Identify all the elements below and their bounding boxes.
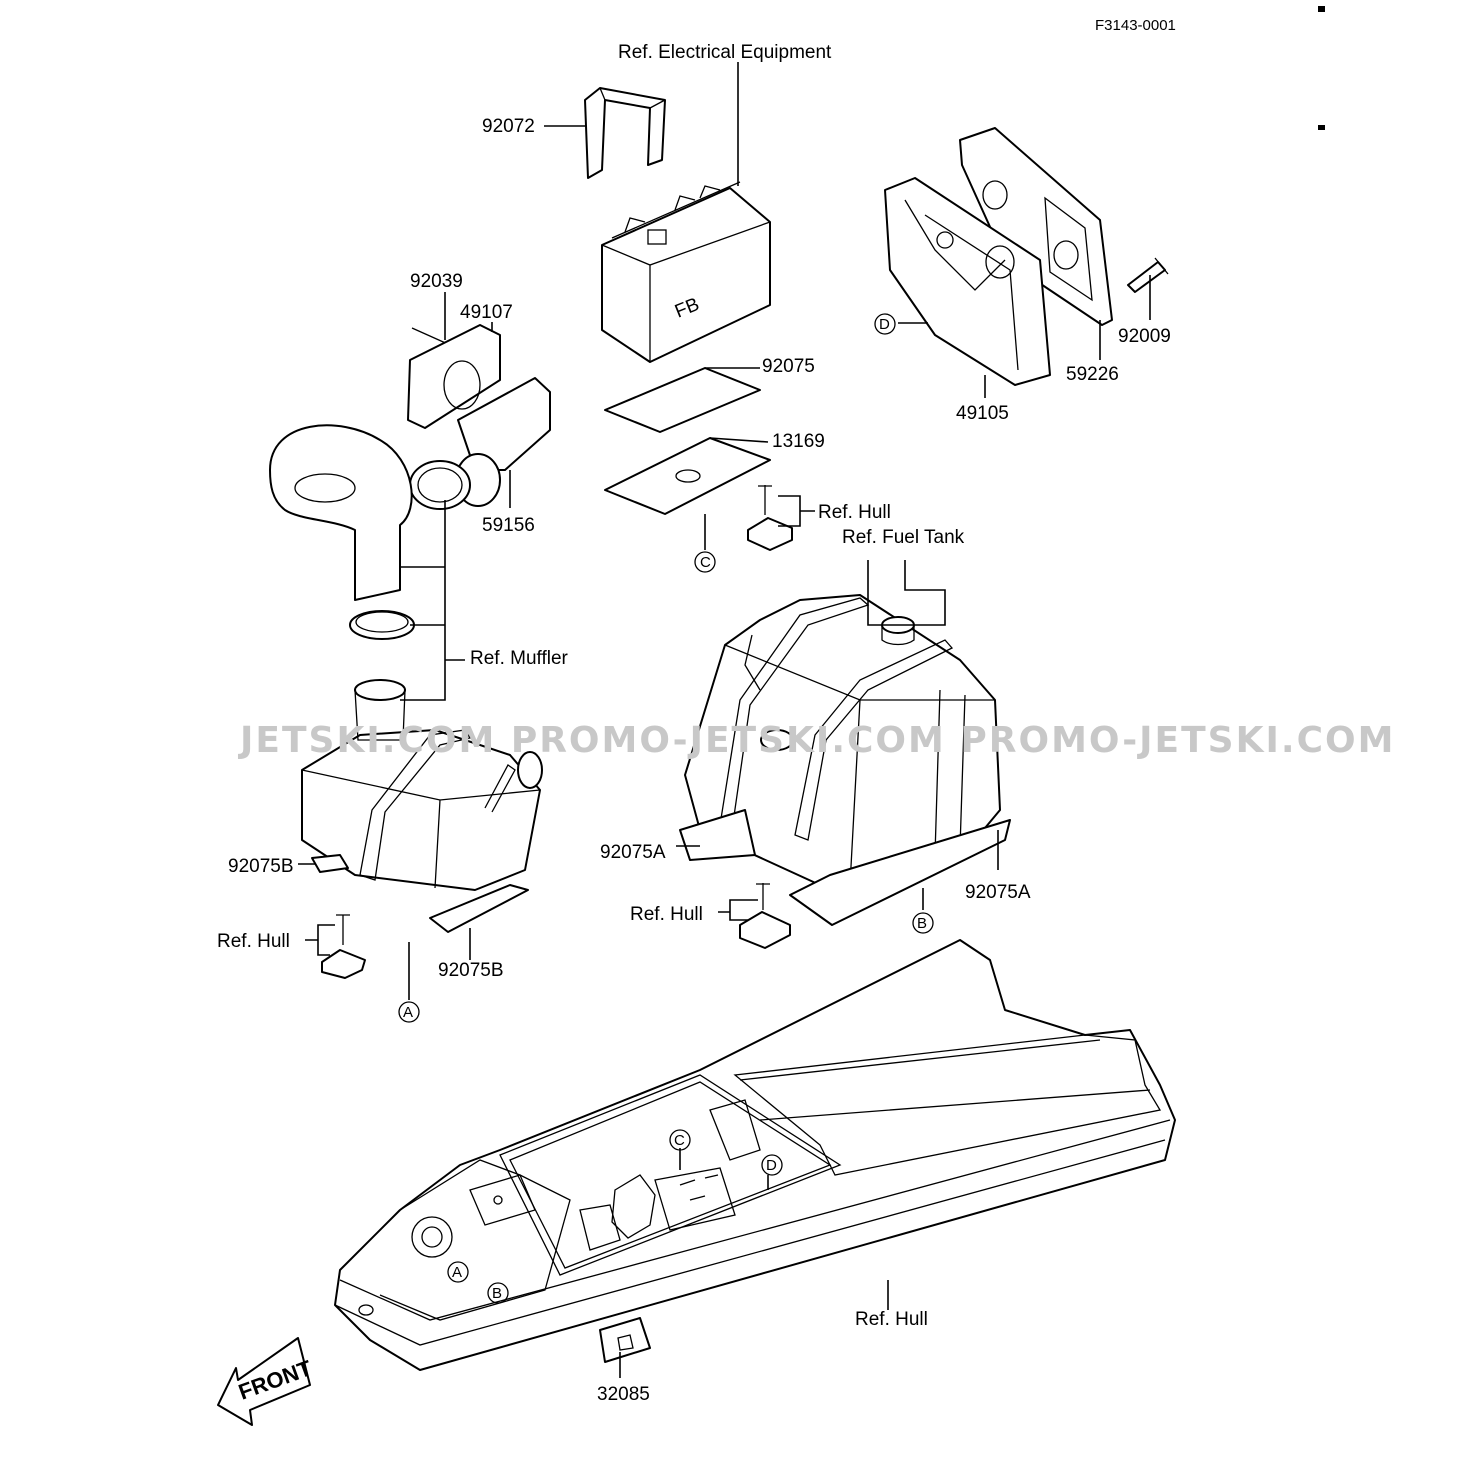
battery (601, 187, 771, 363)
marker-b-label: B (917, 915, 927, 932)
marker-a (398, 1001, 420, 1023)
ref-hull-bottom: Ref. Hull (855, 1309, 928, 1330)
tank-pad-left (679, 809, 756, 861)
exhaust-pipe (269, 424, 413, 601)
part-number-92039: 92039 (410, 271, 463, 292)
ref-hull-tank: Ref. Hull (630, 904, 703, 925)
corner-mark (1318, 125, 1325, 130)
front-arrow: FRONT (217, 1337, 315, 1426)
battery-pad (604, 367, 761, 433)
battery-group: FB (584, 87, 793, 551)
hull-marker-b-label: B (492, 1285, 502, 1302)
part-number-92072: 92072 (482, 116, 535, 137)
muffler-pad-bottom (429, 884, 529, 933)
part-number-92009: 92009 (1118, 326, 1171, 347)
muffler-group (301, 679, 543, 979)
hull-marker-c (669, 1129, 691, 1151)
hull-marker-b (487, 1282, 509, 1304)
marker-b (912, 912, 934, 934)
hull-marker-a (447, 1261, 469, 1283)
part-number-92075: 92075 (762, 356, 815, 377)
marker-c (694, 551, 716, 573)
part-number-59226: 59226 (1066, 364, 1119, 385)
hull (334, 939, 1176, 1371)
part-number-49107: 49107 (460, 302, 513, 323)
part-number-32085: 32085 (597, 1384, 650, 1405)
intake-group (269, 324, 551, 640)
tank-pad-right (789, 819, 1011, 926)
ref-hull-muffler: Ref. Hull (217, 931, 290, 952)
bolt-92009 (1127, 261, 1166, 293)
mount-plate-group (884, 127, 1169, 386)
hull-marker-d-label: D (766, 1157, 777, 1174)
ref-muffler: Ref. Muffler (470, 648, 569, 669)
watermark: JETSKI.COM PROMO-JETSKI.COM PROMO-JETSKI… (237, 720, 1395, 761)
marker-c-label: C (700, 554, 711, 571)
intake-grate (599, 1317, 651, 1363)
bracket-49105 (884, 177, 1051, 386)
hull-body (334, 939, 1176, 1371)
part-number-92075a-right: 92075A (965, 882, 1031, 903)
hull-clip-muffler (321, 949, 366, 979)
part-number-92075b-left: 92075B (228, 856, 294, 877)
hull-clip-tank (739, 911, 791, 949)
hull-marker-a-label: A (452, 1264, 462, 1281)
ref-electrical-equipment: Ref. Electrical Equipment (618, 42, 832, 63)
ref-hull-battery: Ref. Hull (818, 502, 891, 523)
marker-d-label: D (879, 316, 890, 333)
marker-d (874, 313, 896, 335)
figure-code: F3143-0001 (1095, 17, 1176, 34)
marker-a-label: A (403, 1004, 413, 1021)
fuel-tank-group (679, 594, 1011, 949)
muffler-pad-left (311, 854, 349, 873)
hull-clip (747, 517, 793, 551)
part-number-49105: 49105 (956, 403, 1009, 424)
plate-59226 (959, 127, 1113, 326)
part-number-92075b-bottom: 92075B (438, 960, 504, 981)
hull-marker-d (761, 1154, 783, 1176)
part-number-59156: 59156 (482, 515, 535, 536)
corner-mark (1318, 6, 1325, 12)
battery-tray (604, 437, 771, 515)
part-number-92075a-left: 92075A (600, 842, 666, 863)
ref-fuel-tank: Ref. Fuel Tank (842, 527, 965, 548)
part-number-13169: 13169 (772, 431, 825, 452)
battery-strap (584, 87, 666, 179)
hull-marker-c-label: C (674, 1132, 685, 1149)
gasket-plate (407, 324, 501, 429)
